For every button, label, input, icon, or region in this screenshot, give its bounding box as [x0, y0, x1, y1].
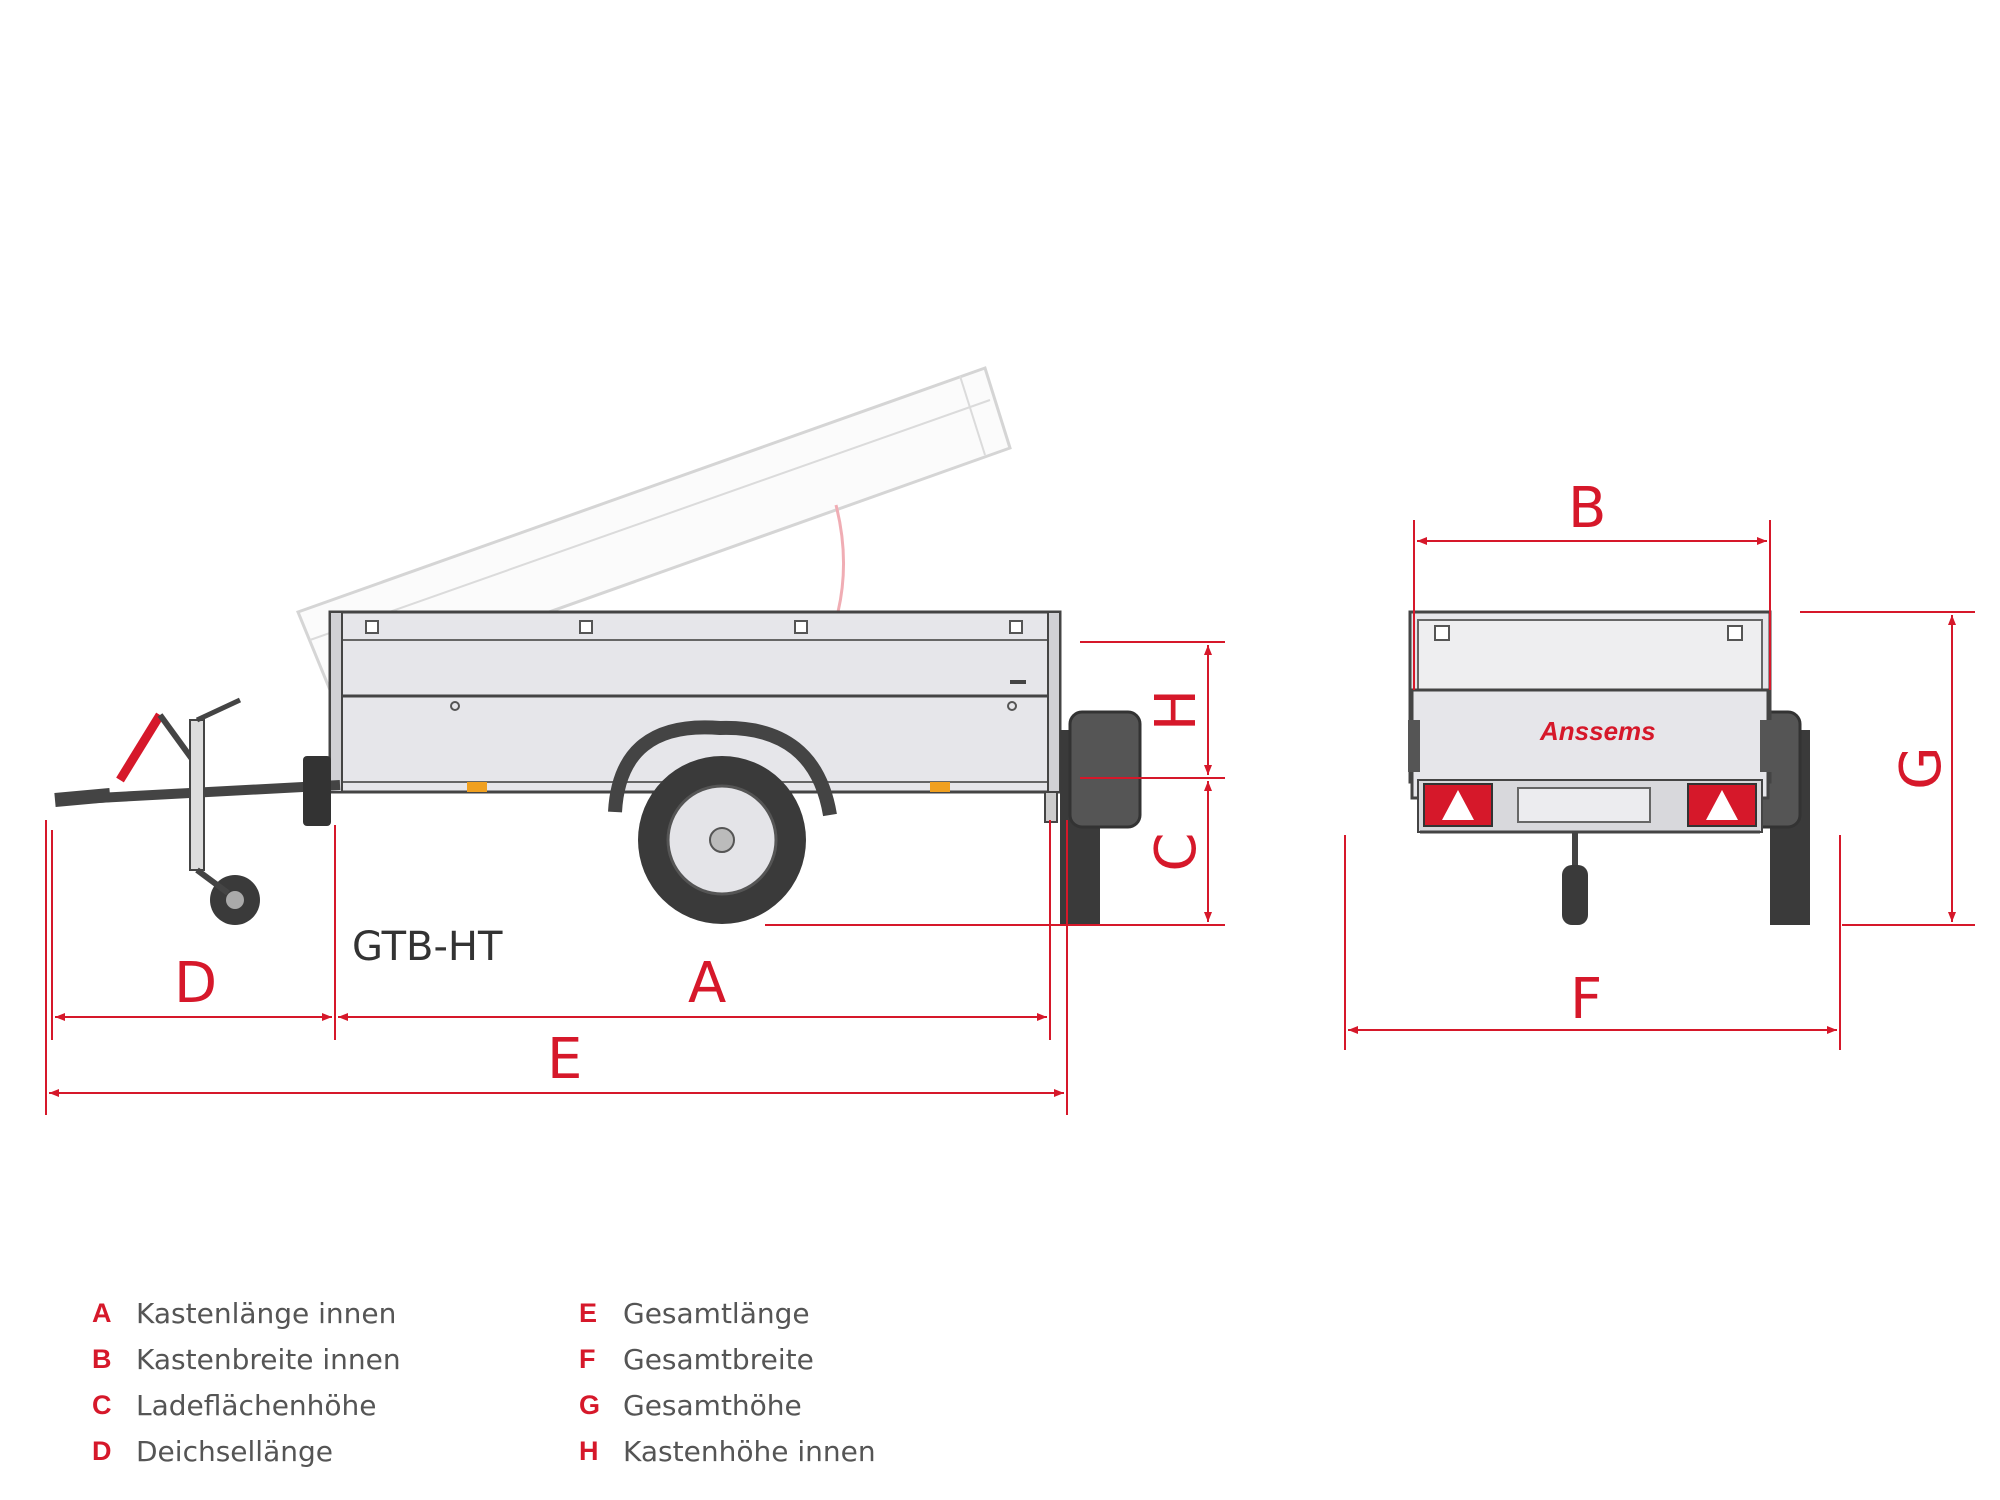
dimension-label-g: G	[1889, 746, 1954, 789]
legend-text: Gesamtbreite	[623, 1342, 814, 1376]
dimension-lines	[45, 520, 1975, 1115]
dimension-label-f: F	[1570, 967, 1602, 1032]
legend-text: Kastenhöhe innen	[623, 1434, 876, 1468]
rear-view: Anssems	[1060, 610, 1810, 925]
legend-text: Gesamtlänge	[623, 1296, 810, 1330]
drawbar	[54, 697, 341, 925]
dimension-label-d: D	[174, 951, 217, 1016]
legend-item: B Kastenbreite innen	[92, 1336, 401, 1382]
legend-text: Ladeflächenhöhe	[136, 1388, 377, 1422]
legend-letter: G	[579, 1389, 601, 1420]
legend-text: Gesamthöhe	[623, 1388, 802, 1422]
dimension-label-a: A	[688, 951, 726, 1016]
dimension-legend: A Kastenlänge innen B Kastenbreite innen…	[92, 1290, 992, 1490]
legend-column-right: E Gesamtlänge F Gesamtbreite G Gesamthöh…	[579, 1290, 876, 1474]
tilted-lid	[296, 366, 1012, 692]
legend-column-left: A Kastenlänge innen B Kastenbreite innen…	[92, 1290, 401, 1474]
side-view: GTB-HT	[54, 366, 1062, 970]
brand-label: Anssems	[1539, 716, 1656, 746]
model-label: GTB-HT	[352, 924, 503, 970]
legend-letter: A	[92, 1297, 112, 1328]
legend-text: Kastenlänge innen	[136, 1296, 397, 1330]
dimension-label-c: C	[1144, 832, 1209, 871]
legend-item: C Ladeflächenhöhe	[92, 1382, 401, 1428]
legend-letter: B	[92, 1343, 112, 1374]
legend-item: A Kastenlänge innen	[92, 1290, 401, 1336]
legend-text: Deichsellänge	[136, 1434, 333, 1468]
legend-item: D Deichsellänge	[92, 1428, 401, 1474]
legend-letter: E	[579, 1297, 598, 1328]
dimension-label-e: E	[547, 1027, 582, 1092]
legend-letter: C	[92, 1389, 112, 1420]
legend-letter: D	[92, 1435, 112, 1466]
legend-item: G Gesamthöhe	[579, 1382, 876, 1428]
trailer-box-side	[328, 610, 1062, 823]
dimension-label-b: B	[1568, 476, 1606, 541]
wheel-side	[608, 720, 837, 924]
legend-item: H Kastenhöhe innen	[579, 1428, 876, 1474]
legend-item: F Gesamtbreite	[579, 1336, 876, 1382]
dimension-label-h: H	[1144, 689, 1209, 731]
legend-letter: H	[579, 1435, 599, 1466]
dimension-labels: D A E B F H C G	[174, 476, 1954, 1092]
legend-text: Kastenbreite innen	[136, 1342, 401, 1376]
legend-letter: F	[579, 1343, 596, 1374]
legend-item: E Gesamtlänge	[579, 1290, 876, 1336]
